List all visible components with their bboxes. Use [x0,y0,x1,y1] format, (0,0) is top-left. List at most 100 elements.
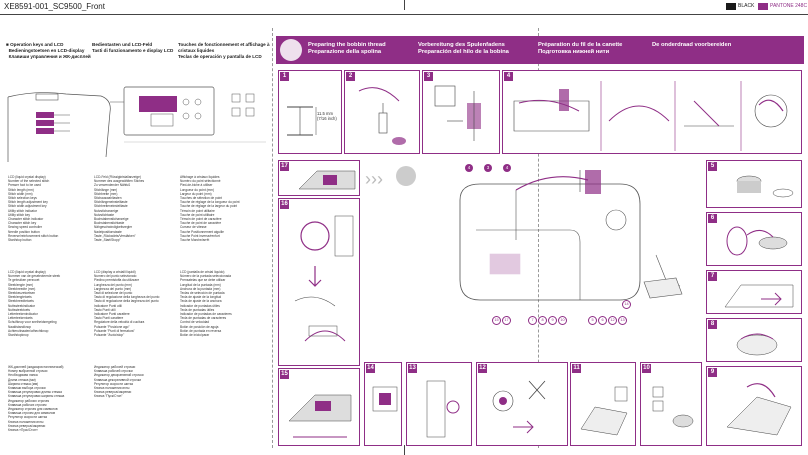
machine-callout: 7 [528,316,537,325]
step-panel-3: 3 [422,70,500,154]
machine-callout: 9 [548,316,557,325]
step-number: 8 [708,320,717,329]
step-number: 5 [708,162,717,171]
document-id: XE8591-001_SC9500_Front [4,2,105,11]
machine-callout: 12 [608,316,617,325]
bobbin-illustration [287,106,317,136]
foot-pedal-illustration [726,383,792,436]
crop-mark-top [404,0,405,10]
step-number: 15 [280,370,289,379]
heading-de: Bedientasten und LCD-Feld [92,42,153,47]
pedal-press-illustration [580,386,628,436]
lcd-overview-illustration [7,86,266,162]
controller-pedal-illustration [736,333,778,356]
heading-es: Teclas de operación y pantalla de LCD [178,54,262,59]
machine-callout: 13 [618,316,627,325]
step-panel-6: 6 [706,212,802,266]
forward-arrows: ››› [365,169,383,189]
list-ru: ЖК-дисплей (жидкокристаллический)Номер в… [8,365,65,433]
step-number: 7 [708,272,717,281]
list-nl: LCD (liquid crystal display)Nummer van d… [8,270,61,338]
black-color-box [726,3,736,10]
swatch-pantone: PANTONE 248C [758,3,807,10]
machine-callout: 15 [492,316,501,325]
bobbin-cut-illustration [426,380,460,438]
machine-callout: 17 [502,316,511,325]
step-panel-2: 2 [344,70,420,154]
step-number: 10 [642,364,651,373]
machine-callout: 10 [558,316,567,325]
step-number: 1 [280,72,289,81]
bed-illustration [288,394,352,438]
heading-it: Tasti di funzionamento e display LCD [92,48,174,53]
fold-line-2 [538,28,539,448]
machine-callout: 5 [588,316,597,325]
crop-mark-bottom [404,445,405,455]
bobbin-section-icon [280,39,302,61]
step-panel-11: 11 [570,362,636,446]
step-number: 16 [280,200,289,209]
machine-callout: 4 [503,164,511,172]
thread-spool-illustration [358,87,406,145]
step-number: 4 [504,72,513,81]
step-number: 3 [424,72,433,81]
swatch-black: BLACK [726,3,754,10]
switch-button-illustration [372,386,398,412]
heading-col2: Bedientasten und LCD-Feld Tasti di funzi… [92,42,176,54]
list-es: LCD (pantalla de cristal líquido)Número … [180,270,232,338]
step-panel-8: 8 [706,318,802,362]
step-number: 11 [572,364,581,373]
machine-callout: 4 [465,164,473,172]
heading-nl: Bedieningstoetsen en LCD-display [8,48,85,53]
scissors-illustration [492,380,546,434]
bobbin-measure: 11.5 mm(7/16 inch) [317,111,337,121]
sewing-machine-illustration [459,170,683,301]
step-number: 13 [408,364,417,373]
heading-col3: Touches de fonctionnement et affichage à… [178,42,270,60]
step-panel-17: 17 [278,160,360,196]
step-panel-9: 9 [706,366,802,446]
swatch-black-label: BLACK [738,3,755,9]
bobbin-shaft-illustration [736,175,794,198]
heading-en: ■ Operation keys and LCD [6,42,64,47]
step-panel-1: 1 11.5 mm(7/16 inch) [278,70,342,154]
list-en: LCD (liquid crystal display)Number of th… [8,175,59,243]
heading-col1: ■ Operation keys and LCD Bedieningstoets… [6,42,91,60]
step-panel-12: 12 [476,362,568,446]
spool-cap-illustration [434,85,481,141]
bobbin-winding-illustration [726,226,788,256]
step-panel-4: 4 [502,70,802,154]
bobbin-stop-illustration [652,386,694,428]
bobbin-winder-illustration [298,170,356,190]
step-number: 6 [708,214,717,223]
step-panel-16: 16 [278,198,360,366]
machine-callout: 6 [598,316,607,325]
top-rule [0,14,808,15]
step-panel-5: 5 [706,160,802,208]
winder-push-illustration [724,284,794,308]
step-number: 12 [478,364,487,373]
step-panel-15: 15 [278,368,360,446]
step-number: 14 [366,364,375,373]
machine-callout: 8 [538,316,547,325]
list-de: LCD-Feld (Flüssigkristallanzeige)Nummer … [94,175,145,243]
machine-callout: 14 [622,300,631,309]
heading-ru: Клавиши управления и ЖК-дисплей [8,54,91,59]
banner-col4: De onderdraad voorbereiden [652,42,732,48]
pantone-color-box [758,3,768,10]
step-2-reference-icon [396,166,416,186]
list-it: LCD (display a cristalli liquidi)Numero … [94,270,160,338]
step-panel-10: 10 [640,362,702,446]
fold-line [272,28,273,448]
step-number: 9 [708,368,717,377]
machine-callout: 3 [484,164,492,172]
step-panel-14: 14 [364,362,402,446]
swatch-pantone-label: PANTONE 248C [770,3,808,9]
thread-guide-sequence-illustration [513,81,788,151]
heading-fr: Touches de fonctionnement et affichage à… [178,42,270,53]
